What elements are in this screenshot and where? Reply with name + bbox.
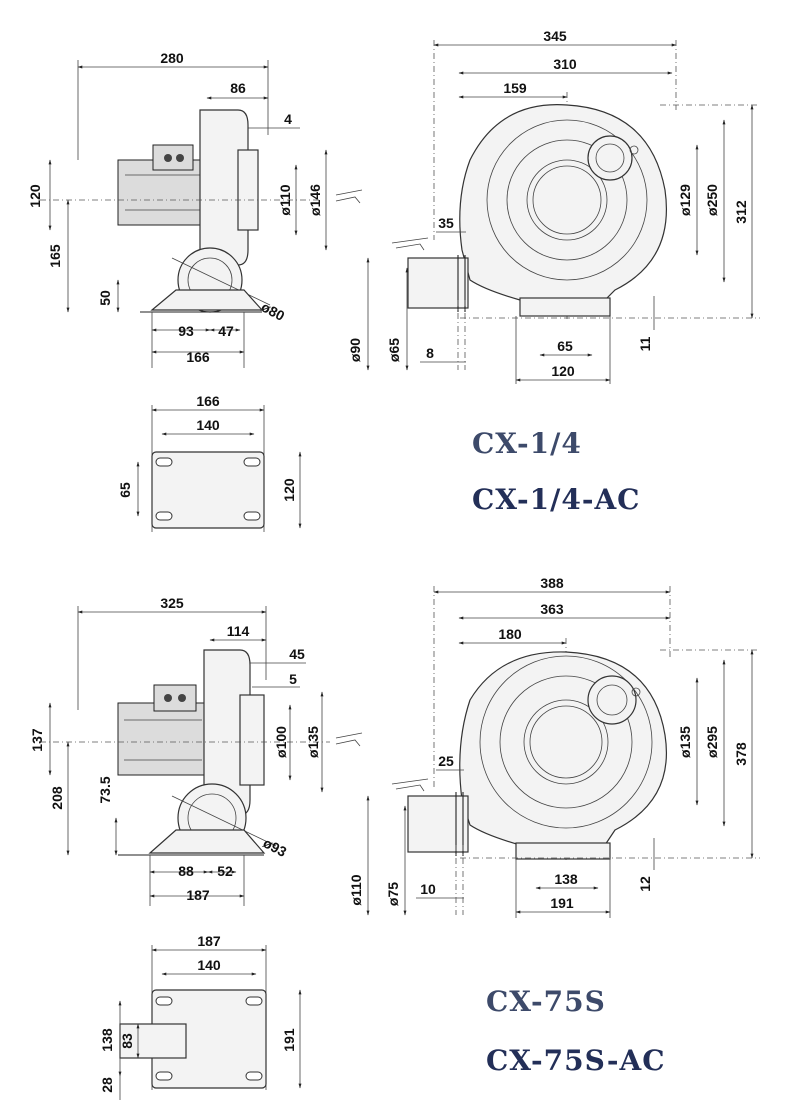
dim-d90: ø90 bbox=[347, 338, 363, 362]
dim-d80: ø80 bbox=[259, 299, 288, 325]
top-base-plan: 166 140 65 120 bbox=[117, 393, 302, 532]
dim-65: 65 bbox=[557, 338, 573, 354]
dim-114: 114 bbox=[227, 623, 250, 639]
dim-88: 88 bbox=[178, 863, 194, 879]
dim-191-foot: 191 bbox=[550, 895, 574, 911]
model-label-cx-1-4: CX-1/4 bbox=[472, 427, 582, 460]
dim-d100: ø100 bbox=[273, 726, 289, 758]
motor-body bbox=[117, 159, 204, 226]
dim-25: 25 bbox=[438, 753, 454, 769]
dim-d135-front: ø135 bbox=[677, 726, 693, 758]
outlet-airflow-arrow-2 bbox=[391, 778, 429, 792]
dim-50: 50 bbox=[97, 290, 113, 306]
dim-base-120: 120 bbox=[281, 478, 297, 502]
dim-208: 208 bbox=[49, 786, 65, 810]
dim-5: 5 bbox=[289, 671, 297, 687]
dim-73-5: 73.5 bbox=[97, 776, 113, 803]
dim-120: 120 bbox=[27, 184, 43, 208]
motor-body-2 bbox=[117, 702, 207, 776]
dim-12: 12 bbox=[637, 876, 653, 892]
top-front-view: 345 310 159 35 ø90 ø65 8 bbox=[347, 28, 760, 384]
top-side-view: 280 86 4 ø80 120 165 50 ø110 ø bbox=[27, 50, 363, 368]
bottom-side-view: 325 114 45 5 ø93 137 208 73.5 ø100 ø135 bbox=[29, 595, 363, 906]
outlet-airflow-arrow bbox=[391, 237, 429, 251]
dim-base-65: 65 bbox=[117, 482, 133, 498]
dim-137: 137 bbox=[29, 728, 45, 752]
dim-d75: ø75 bbox=[385, 882, 401, 906]
dim-10: 10 bbox=[420, 881, 436, 897]
dim-93: 93 bbox=[178, 323, 194, 339]
dim-363: 363 bbox=[540, 601, 564, 617]
dim-base-166: 166 bbox=[196, 393, 220, 409]
base-plate-outline bbox=[151, 451, 265, 529]
dim-d110: ø110 bbox=[277, 184, 293, 215]
model-label-cx-75s-ac: CX-75S-AC bbox=[486, 1044, 665, 1077]
dim-120-foot: 120 bbox=[551, 363, 575, 379]
dim-d295: ø295 bbox=[704, 726, 720, 758]
dim-138-foot: 138 bbox=[554, 871, 578, 887]
dim-4: 4 bbox=[284, 111, 292, 127]
dim-d250: ø250 bbox=[704, 184, 720, 216]
scroll-housing bbox=[459, 104, 667, 301]
dim-180: 180 bbox=[498, 626, 522, 642]
dim-187: 187 bbox=[186, 887, 210, 903]
dim-47: 47 bbox=[218, 323, 234, 339]
dim-base-138: 138 bbox=[99, 1028, 115, 1052]
dim-345: 345 bbox=[543, 28, 567, 44]
motor-flange-front bbox=[587, 135, 633, 181]
terminal-box-2 bbox=[153, 684, 197, 712]
dim-base-140-b: 140 bbox=[197, 957, 221, 973]
dim-base-28: 28 bbox=[99, 1077, 115, 1093]
dim-166: 166 bbox=[186, 349, 210, 365]
base-plate-2 bbox=[148, 829, 266, 854]
base-cutout bbox=[119, 1023, 187, 1059]
dim-base-140: 140 bbox=[196, 417, 220, 433]
dim-325: 325 bbox=[160, 595, 184, 611]
base-plate bbox=[150, 289, 264, 311]
bottom-front-view: 388 363 180 25 ø110 ø75 10 138 bbox=[348, 575, 760, 918]
motor-flange-front-2 bbox=[587, 675, 637, 725]
outlet-duct-2 bbox=[407, 795, 469, 853]
dim-86: 86 bbox=[230, 80, 246, 96]
dim-d146: ø146 bbox=[307, 184, 323, 216]
dim-base-191: 191 bbox=[281, 1028, 297, 1052]
dim-159: 159 bbox=[503, 80, 527, 96]
dim-d129: ø129 bbox=[677, 184, 693, 216]
dim-d93: ø93 bbox=[261, 835, 290, 861]
dim-52: 52 bbox=[217, 863, 233, 879]
dim-d135: ø135 bbox=[305, 726, 321, 758]
bottom-base-plan: 187 140 138 83 28 191 bbox=[99, 933, 302, 1100]
dim-35: 35 bbox=[438, 215, 454, 231]
outlet-duct bbox=[407, 257, 469, 309]
airflow-arrow bbox=[335, 189, 363, 204]
dim-378: 378 bbox=[733, 742, 749, 766]
model-label-cx-1-4-ac: CX-1/4-AC bbox=[472, 483, 640, 516]
dim-base-187: 187 bbox=[197, 933, 221, 949]
dim-base-83: 83 bbox=[119, 1033, 135, 1049]
model-label-cx-75s: CX-75S bbox=[486, 985, 606, 1018]
terminal-box bbox=[152, 144, 194, 171]
dim-45: 45 bbox=[289, 646, 305, 662]
dim-d65: ø65 bbox=[386, 338, 402, 362]
dim-d110-front: ø110 bbox=[348, 874, 364, 905]
dim-11: 11 bbox=[637, 336, 653, 351]
dim-8: 8 bbox=[426, 345, 434, 361]
dim-165: 165 bbox=[47, 244, 63, 268]
dim-310: 310 bbox=[553, 56, 577, 72]
dim-388: 388 bbox=[540, 575, 564, 591]
dim-280: 280 bbox=[160, 50, 184, 66]
dim-312: 312 bbox=[733, 200, 749, 224]
airflow-arrow-2 bbox=[335, 732, 363, 747]
scroll-housing-2 bbox=[459, 651, 667, 846]
fan-housing bbox=[199, 109, 249, 266]
